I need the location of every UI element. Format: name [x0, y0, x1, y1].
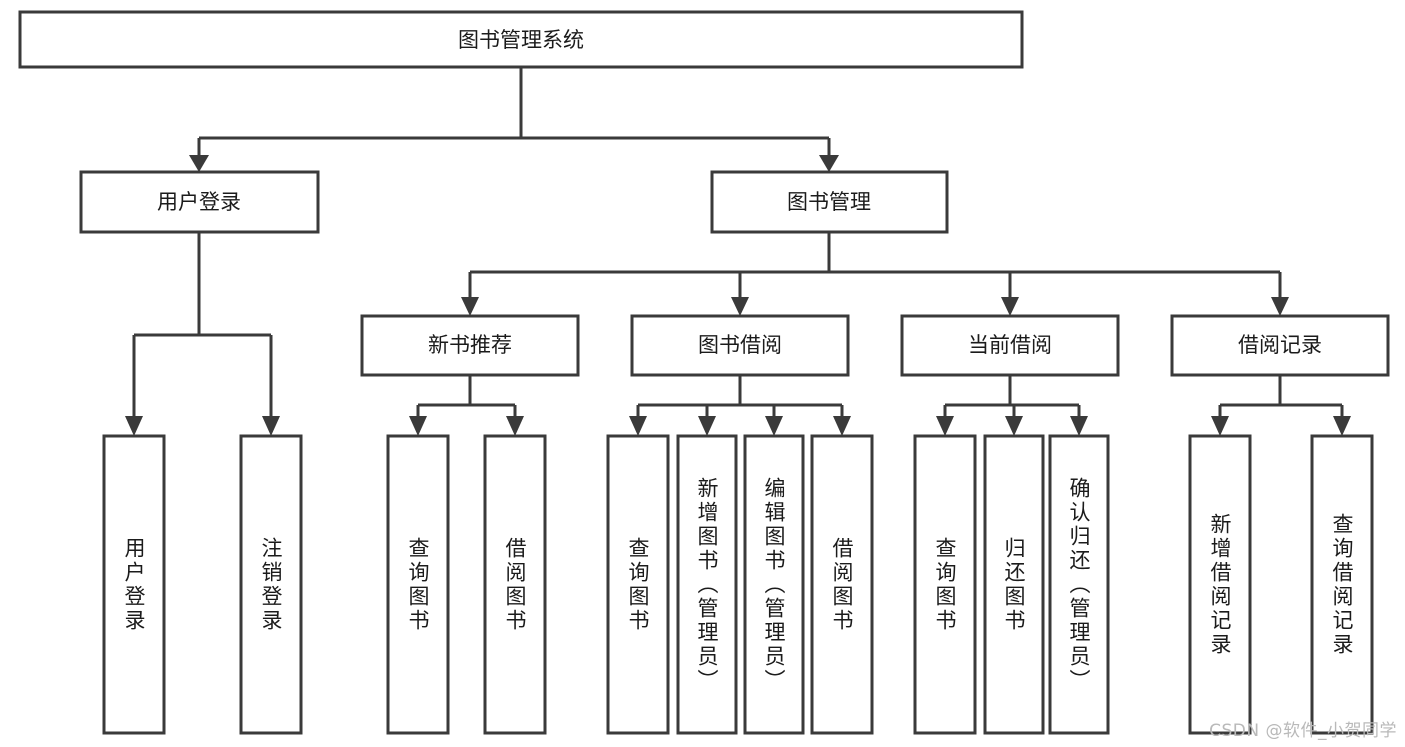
node-root-box[interactable]	[18, 10, 1024, 69]
node-current-borrow-box[interactable]	[900, 314, 1120, 377]
leaf-query-book-borrow-label-wrap: 查询图书	[626, 536, 651, 633]
leaf-query-book-borrow-label: 查询图书	[626, 536, 651, 633]
arrow-head-leaf-current-3	[1070, 416, 1088, 436]
leaf-borrow-book-box[interactable]	[810, 434, 874, 735]
arrow-head-leaf-borrow-4	[833, 416, 851, 436]
node-book-management-label: 图书管理	[787, 190, 871, 214]
node-new-book-recommend-box[interactable]	[360, 314, 580, 377]
node-root[interactable]: 图书管理系统	[18, 10, 1024, 69]
node-new-book-recommend-label: 新书推荐	[428, 333, 512, 357]
leaf-return-book-label-wrap: 归还图书	[1002, 536, 1027, 633]
leaf-query-borrow-record-label-wrap: 查询借阅记录	[1330, 512, 1355, 657]
leaf-borrow-book-label: 借阅图书	[830, 536, 855, 633]
leaf-node-logout[interactable]: 注销登录	[239, 434, 303, 735]
arrow-head-newbook	[461, 297, 479, 316]
leaf-borrow-book-label-wrap: 借阅图书	[830, 536, 855, 633]
leaf-query-book-newbook-label: 查询图书	[406, 536, 431, 633]
arrow-head-leaf-newbook-1	[409, 416, 427, 436]
leaf-query-book-current-box[interactable]	[913, 434, 977, 735]
arrow-head-leaf-record-2	[1333, 416, 1351, 436]
arrow-head-leaf-borrow-2	[698, 416, 716, 436]
leaf-borrow-book-newbook-box[interactable]	[483, 434, 547, 735]
node-current-borrow[interactable]: 当前借阅	[900, 314, 1120, 377]
leaf-query-book-current-label-wrap: 查询图书	[933, 536, 958, 633]
leaf-logout-label: 注销登录	[259, 536, 284, 633]
arrow-head-borrow	[731, 297, 749, 316]
connector-layer	[125, 67, 1351, 436]
leaf-user-login-label-wrap: 用户登录	[122, 536, 147, 633]
node-book-borrow[interactable]: 图书借阅	[630, 314, 850, 377]
leaf-add-borrow-record-label-wrap: 新增借阅记录	[1208, 512, 1233, 657]
leaf-node-add-borrow-record[interactable]: 新增借阅记录	[1188, 434, 1252, 735]
leaf-query-book-newbook-label-wrap: 查询图书	[406, 536, 431, 633]
leaf-user-login-box[interactable]	[102, 434, 166, 735]
leaf-node-query-borrow-record[interactable]: 查询借阅记录	[1310, 434, 1374, 735]
leaf-logout-box[interactable]	[239, 434, 303, 735]
arrow-head-record	[1271, 297, 1289, 316]
node-book-management-box[interactable]	[710, 170, 949, 234]
leaf-node-confirm-return-admin[interactable]: 确认归还（管理员）	[1048, 434, 1110, 735]
leaf-query-borrow-record-box[interactable]	[1310, 434, 1374, 735]
arrow-head-manage	[819, 155, 839, 172]
node-book-management[interactable]: 图书管理	[710, 170, 949, 234]
arrow-head-current	[1001, 297, 1019, 316]
leaf-node-query-book-newbook[interactable]: 查询图书	[386, 434, 450, 735]
leaf-add-borrow-record-box[interactable]	[1188, 434, 1252, 735]
leaf-add-book-admin-label: 新增图书（管理员）	[695, 476, 720, 693]
leaf-query-borrow-record-label: 查询借阅记录	[1330, 512, 1355, 657]
leaf-node-query-book-current[interactable]: 查询图书	[913, 434, 977, 735]
leaf-query-book-newbook-box[interactable]	[386, 434, 450, 735]
leaf-edit-book-admin-box[interactable]	[743, 434, 805, 735]
node-borrow-record[interactable]: 借阅记录	[1170, 314, 1390, 377]
leaf-node-borrow-book[interactable]: 借阅图书	[810, 434, 874, 735]
arrow-head-leaf-login-1	[125, 416, 143, 436]
leaf-node-edit-book-admin[interactable]: 编辑图书（管理员）	[743, 434, 805, 735]
node-borrow-record-box[interactable]	[1170, 314, 1390, 377]
leaf-user-login-label: 用户登录	[122, 536, 147, 633]
leaf-add-book-admin-box[interactable]	[676, 434, 738, 735]
arrow-head-leaf-current-1	[936, 416, 954, 436]
leaf-edit-book-admin-label-wrap: 编辑图书（管理员）	[762, 476, 787, 693]
leaf-add-borrow-record-label: 新增借阅记录	[1208, 512, 1233, 657]
leaf-node-query-book-borrow[interactable]: 查询图书	[606, 434, 670, 735]
leaf-node-borrow-book-newbook[interactable]: 借阅图书	[483, 434, 547, 735]
node-root-label: 图书管理系统	[458, 28, 584, 52]
leaf-return-book-box[interactable]	[983, 434, 1045, 735]
leaf-add-book-admin-label-wrap: 新增图书（管理员）	[695, 476, 720, 693]
leaf-confirm-return-admin-label-wrap: 确认归还（管理员）	[1067, 476, 1092, 693]
leaf-query-book-current-label: 查询图书	[933, 536, 958, 633]
node-user-login-label: 用户登录	[157, 190, 241, 214]
node-user-login-box[interactable]	[79, 170, 320, 234]
leaf-query-book-borrow-box[interactable]	[606, 434, 670, 735]
node-book-borrow-label: 图书借阅	[698, 333, 782, 357]
arrow-head-leaf-borrow-3	[765, 416, 783, 436]
node-user-login[interactable]: 用户登录	[79, 170, 320, 234]
leaf-node-user-login[interactable]: 用户登录	[102, 434, 166, 735]
node-book-borrow-box[interactable]	[630, 314, 850, 377]
leaf-borrow-book-newbook-label-wrap: 借阅图书	[503, 536, 528, 633]
leaf-logout-label-wrap: 注销登录	[259, 536, 284, 633]
leaf-confirm-return-admin-box[interactable]	[1048, 434, 1110, 735]
leaf-node-return-book[interactable]: 归还图书	[983, 434, 1045, 735]
arrow-head-leaf-login-2	[262, 416, 280, 436]
arrow-head-leaf-newbook-2	[506, 416, 524, 436]
leaf-confirm-return-admin-label: 确认归还（管理员）	[1067, 476, 1092, 693]
arrow-head-login	[189, 155, 209, 172]
node-current-borrow-label: 当前借阅	[968, 333, 1052, 357]
arrow-head-leaf-current-2	[1005, 416, 1023, 436]
leaf-return-book-label: 归还图书	[1002, 536, 1027, 633]
node-borrow-record-label: 借阅记录	[1238, 333, 1322, 357]
arrow-head-leaf-record-1	[1211, 416, 1229, 436]
leaf-edit-book-admin-label: 编辑图书（管理员）	[762, 476, 787, 693]
node-new-book-recommend[interactable]: 新书推荐	[360, 314, 580, 377]
leaf-node-add-book-admin[interactable]: 新增图书（管理员）	[676, 434, 738, 735]
leaf-borrow-book-newbook-label: 借阅图书	[503, 536, 528, 633]
arrow-head-leaf-borrow-1	[629, 416, 647, 436]
